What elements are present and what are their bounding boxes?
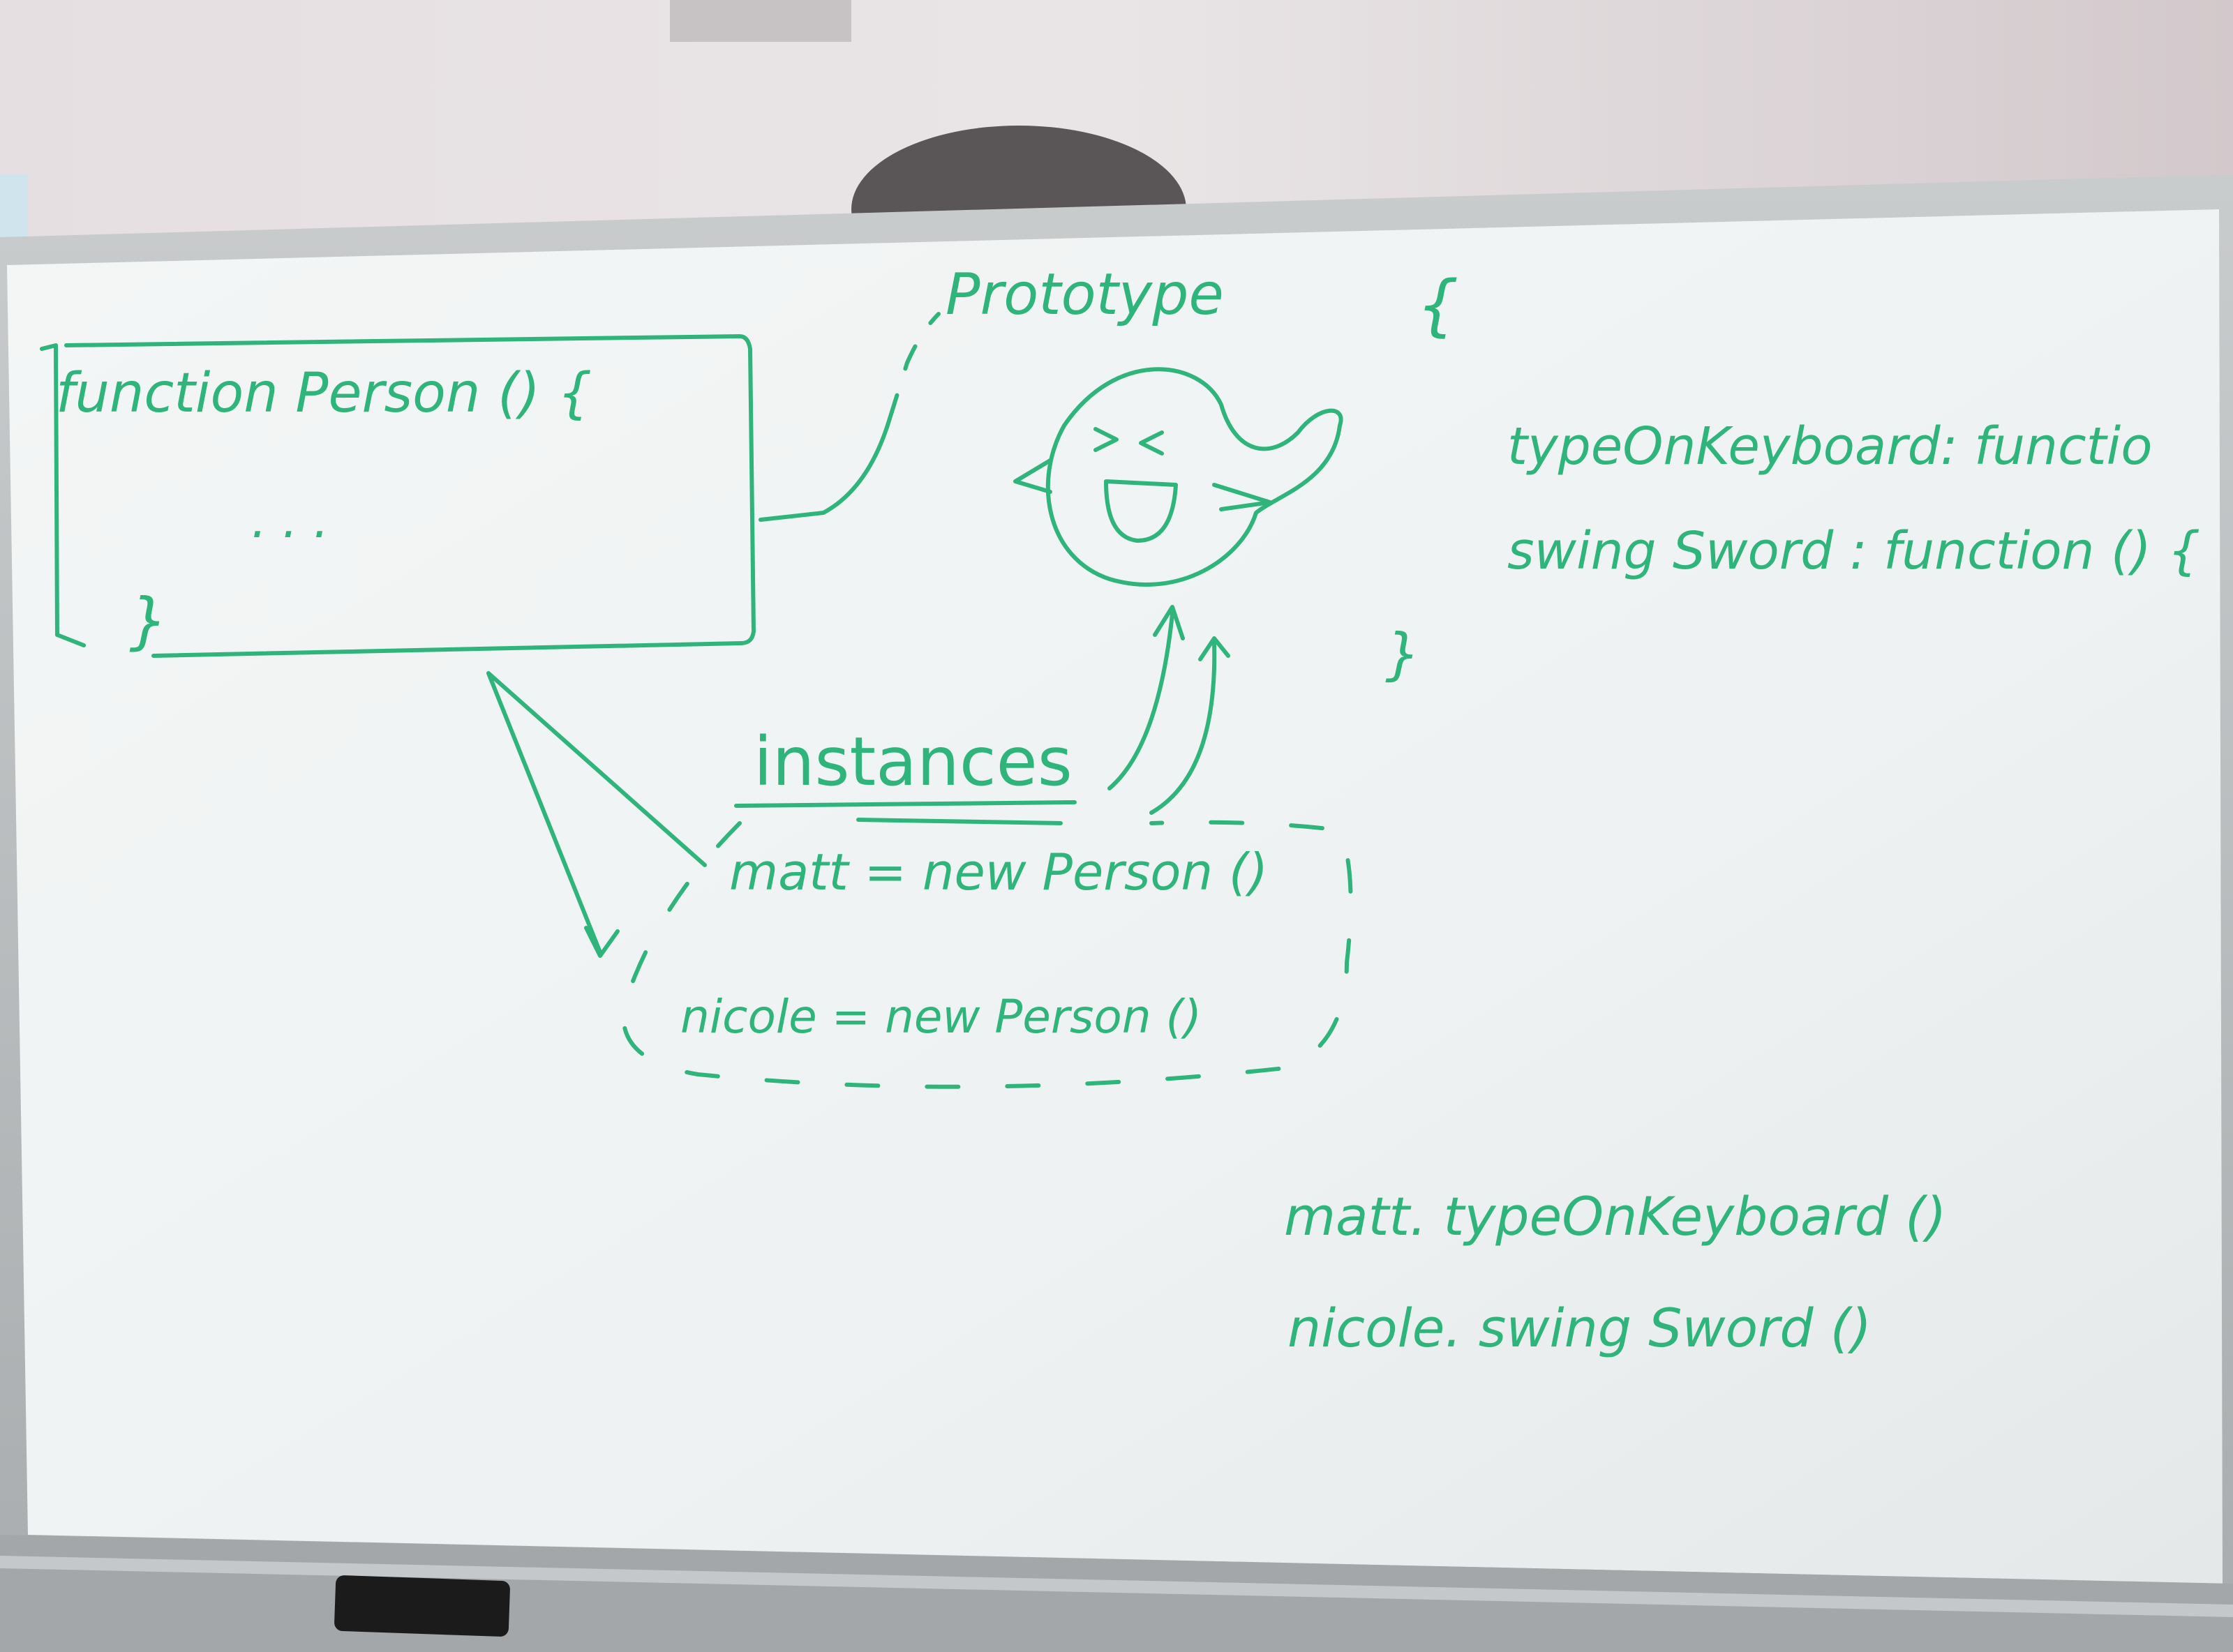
- prototype-creature: [1045, 367, 1343, 587]
- box-to-prototype-line: [759, 416, 892, 522]
- constructor-arrow-1-head: [584, 926, 620, 958]
- prototype-open-brace: {: [1417, 267, 1458, 344]
- creature-mouth: [1104, 479, 1178, 543]
- constructor-arrow-2: [486, 671, 707, 867]
- instance-arrow-2-head: [1198, 636, 1230, 661]
- ceiling-pipe: [670, 0, 851, 42]
- instances-underline: [734, 800, 1077, 808]
- matt-instance-line: matt = new Person (): [729, 843, 1268, 901]
- instance-arrow-2: [1149, 640, 1217, 815]
- function-person-line: function Person () {: [56, 362, 592, 425]
- whiteboard-surface: [7, 209, 2223, 1584]
- tray-lip: [0, 1556, 2233, 1617]
- function-close-brace: }: [129, 585, 168, 656]
- call-nicole-swing-sword: nicole. swing Sword (): [1287, 1297, 1872, 1359]
- prototype-close-brace: }: [1385, 622, 1421, 686]
- prototype-label: Prototype: [946, 262, 1224, 328]
- instance-arrow-1: [1107, 612, 1174, 790]
- instances-label: instances: [754, 723, 1073, 801]
- creature-left-beak: [1013, 458, 1052, 494]
- function-box-left-bracket: [40, 343, 86, 647]
- call-matt-type-on-keyboard: matt. typeOnKeyboard (): [1284, 1185, 1946, 1247]
- marker-tray: [0, 1535, 2233, 1652]
- method-swing-sword: swing Sword : function () {: [1507, 521, 2200, 581]
- instance-arrow-1-head: [1153, 605, 1185, 640]
- function-body-ellipsis: . . .: [251, 492, 329, 549]
- creature-right-eye: [1139, 430, 1164, 456]
- creature-left-eye: [1093, 427, 1119, 452]
- creature-right-arrow: [1212, 483, 1272, 511]
- function-box: [64, 334, 756, 658]
- prototype-dashed-link: [888, 312, 941, 421]
- constructor-arrow-1: [486, 671, 602, 954]
- method-type-on-keyboard: typeOnKeyboard: functio: [1507, 416, 2153, 476]
- eraser: [334, 1575, 510, 1637]
- nicole-instance-line: nicole = new Person (): [680, 990, 1202, 1044]
- instances-underline-2: [856, 818, 1063, 825]
